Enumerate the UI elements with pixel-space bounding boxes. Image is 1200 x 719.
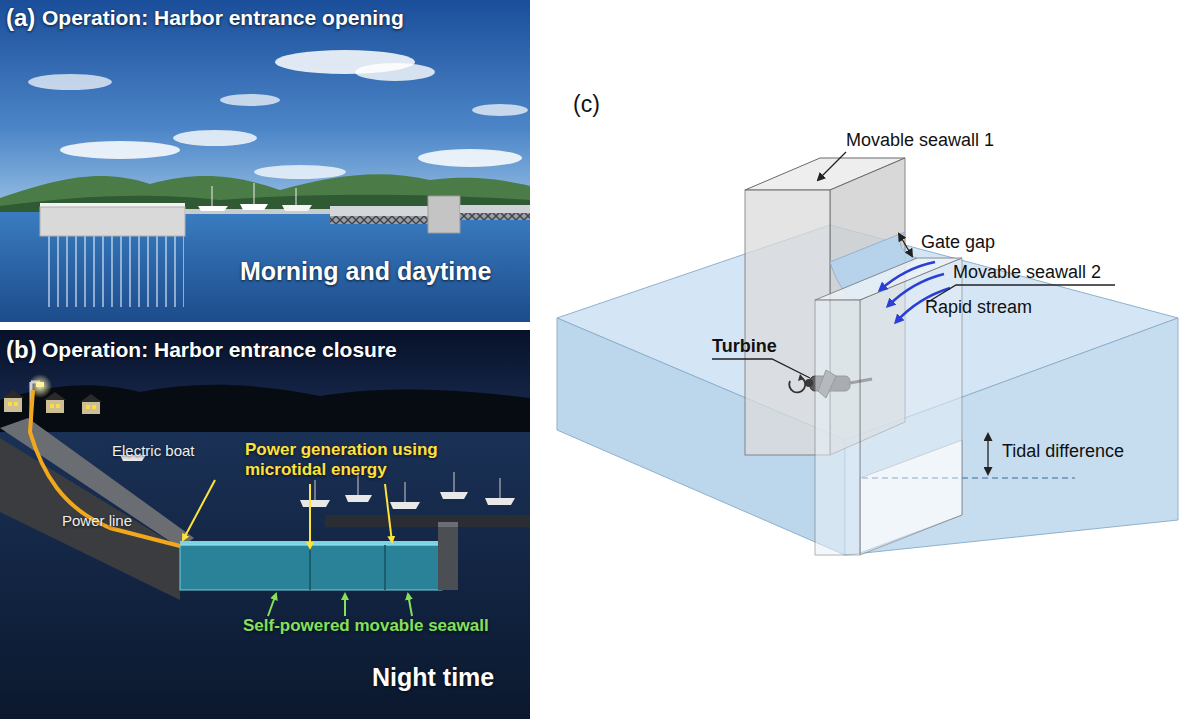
clouds: [28, 50, 528, 179]
clouds: [355, 63, 435, 81]
houses: [8, 402, 12, 406]
callout-arrows: [268, 594, 276, 616]
seawall-joint: [309, 545, 311, 590]
houses: [50, 404, 54, 408]
houses: [4, 398, 22, 412]
callout-arrows: [408, 594, 412, 616]
boats: [254, 183, 255, 204]
tetrapods: [460, 213, 530, 220]
boats: [240, 204, 268, 210]
panel-letter: (a): [6, 4, 35, 32]
part-name: Tidal difference: [1002, 441, 1124, 462]
moored-boats: [315, 480, 316, 500]
part-name: Gate gap: [921, 232, 995, 253]
part-name: Movable seawall 2: [953, 262, 1101, 283]
clouds: [173, 130, 257, 146]
houses: [56, 404, 60, 408]
clouds: [60, 141, 180, 159]
moored-boats: [405, 482, 406, 502]
moored-boats: [454, 472, 455, 492]
movable-seawall-raised: [40, 207, 185, 236]
callout-label: Self-powered movable seawall: [243, 616, 528, 636]
time-label: Morning and daytime: [240, 257, 528, 286]
callout-arrows: [309, 484, 311, 548]
panel-letter: (b): [6, 336, 37, 364]
tetrapods: [330, 216, 430, 224]
houses: [82, 402, 100, 414]
sky: [0, 0, 530, 216]
rapid-stream-arrows: [880, 262, 935, 290]
clouds: [220, 94, 280, 106]
clouds: [254, 165, 346, 179]
panel-letter: (c): [573, 91, 600, 117]
panel-a-illustration: [0, 0, 530, 322]
panel-title: Operation: Harbor entrance opening: [42, 6, 522, 30]
breakwater: [460, 205, 530, 213]
boats: [296, 188, 297, 205]
leader-lines: [712, 359, 810, 378]
leader-lines: [899, 234, 912, 256]
turbine-symbol: [789, 378, 805, 392]
part-name: Movable seawall 1: [846, 130, 994, 151]
gate-pier: [428, 196, 460, 233]
turbine-symbol: [805, 379, 813, 387]
boats: [198, 206, 228, 211]
back-pier: [325, 515, 530, 527]
clouds: [472, 104, 528, 116]
houses: [14, 402, 18, 406]
callout-arrows: [385, 484, 392, 542]
moored-boats: [440, 492, 468, 499]
houses: [2, 390, 102, 414]
callout-label: Power generation using microtidal energy: [245, 440, 460, 479]
night-sky: [0, 330, 530, 440]
part-name: Rapid stream: [925, 297, 1032, 318]
houses: [80, 394, 102, 402]
leader-lines: [712, 152, 1115, 474]
boats: [212, 186, 213, 206]
self-powered-seawall: [180, 545, 442, 590]
seawall-joint: [384, 545, 386, 590]
gate-pier: [438, 522, 458, 527]
callout-arrows: [344, 594, 346, 616]
moored-boats: [345, 495, 372, 502]
part-name: Turbine: [712, 336, 777, 357]
moored-boats: [485, 498, 515, 505]
street-lamp: [36, 382, 44, 387]
moored-boats: [500, 478, 501, 498]
panel-c-schematic: [557, 152, 1178, 555]
breakwater: [330, 206, 430, 216]
houses: [2, 390, 24, 398]
hills: [0, 385, 530, 440]
houses: [86, 405, 90, 409]
boats: [198, 183, 312, 211]
time-label: Night time: [372, 663, 528, 692]
callout-arrows: [183, 480, 215, 540]
panel-b-illustration: [0, 330, 530, 719]
movable-seawall-2: [815, 300, 860, 555]
moored-boats: [300, 500, 330, 507]
callout-label: Power line: [62, 512, 132, 529]
houses: [92, 405, 96, 409]
houses: [46, 400, 64, 413]
callout-arrows: [183, 480, 412, 616]
photo-panel: (a) Operation: Harbor entrance openingMor…: [0, 0, 530, 322]
moored-boats: [390, 502, 420, 509]
leader-lines: [987, 434, 988, 474]
clouds: [418, 149, 522, 167]
breakwater-side: [0, 438, 180, 600]
boats: [282, 205, 312, 211]
gate-pier: [438, 526, 458, 590]
clouds: [28, 74, 112, 90]
underwater-columns: [44, 235, 184, 307]
panel-title: Operation: Harbor entrance closure: [42, 338, 522, 362]
power-line: [30, 390, 180, 546]
callout-label: Electric boat: [112, 442, 195, 459]
leader-lines: [818, 152, 846, 180]
